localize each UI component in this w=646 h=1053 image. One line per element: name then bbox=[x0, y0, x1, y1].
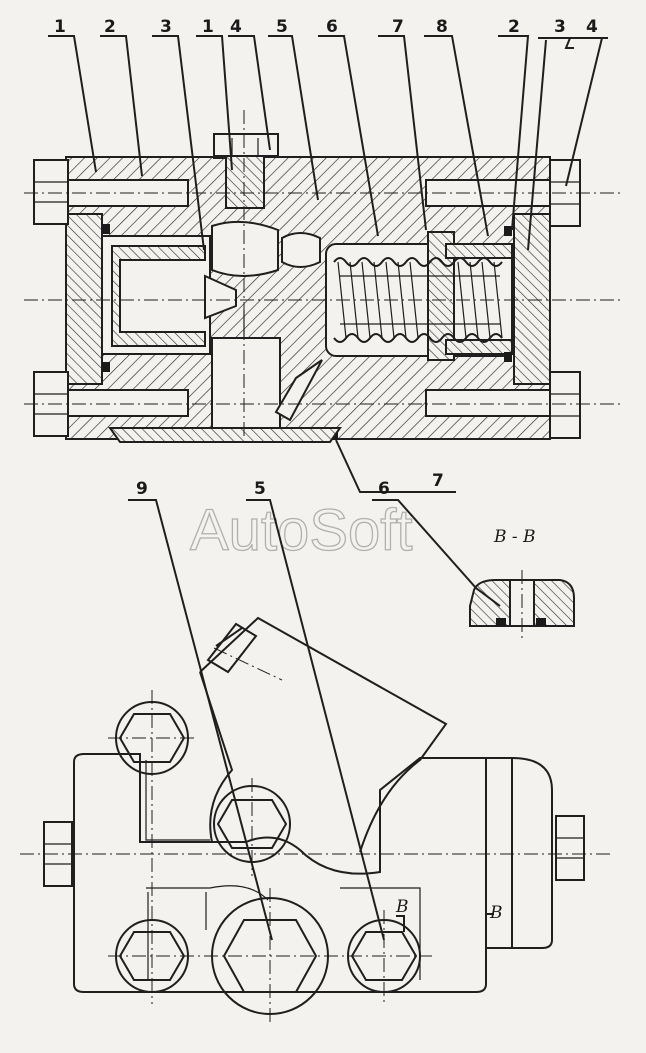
callout-1: 1 bbox=[54, 17, 66, 37]
left-end-cap bbox=[65, 213, 103, 385]
callout-6-mid: 6 bbox=[378, 479, 390, 499]
drain-channel bbox=[274, 359, 323, 422]
callout-3b: 3 bbox=[554, 17, 566, 37]
section-mark-right: B bbox=[489, 903, 503, 923]
lower-leader-lines bbox=[128, 499, 501, 941]
upper-flange bbox=[199, 616, 448, 853]
base-plate bbox=[108, 427, 342, 443]
top-callouts: 1 2 3 1 4 5 6 7 8 2 3 4 bbox=[54, 17, 598, 37]
left-bolts bbox=[33, 159, 189, 437]
mid-callouts: 7 9 5 6 bbox=[136, 471, 444, 499]
external-view: B B bbox=[20, 616, 612, 1026]
watermark: AutoSoft bbox=[190, 498, 412, 563]
callout-4: 4 bbox=[230, 17, 242, 37]
right-end-cap bbox=[513, 213, 551, 385]
callout-1b: 1 bbox=[202, 17, 214, 37]
callout-5-mid: 5 bbox=[254, 479, 266, 499]
callout-2b: 2 bbox=[508, 17, 520, 37]
callout-4b: 4 bbox=[586, 17, 598, 37]
callout-7: 7 bbox=[392, 17, 404, 37]
callout-5: 5 bbox=[276, 17, 288, 37]
callout-3: 3 bbox=[160, 17, 172, 37]
spring-seat-top bbox=[445, 243, 513, 259]
spring-seat-bottom bbox=[445, 339, 513, 355]
flange-bolt bbox=[206, 622, 258, 674]
piston-nose bbox=[204, 274, 237, 320]
section-mark-left: B bbox=[395, 897, 409, 917]
section-bb: B - B bbox=[469, 527, 575, 640]
callout-8: 8 bbox=[436, 17, 448, 37]
callout-9: 9 bbox=[136, 479, 148, 499]
left-piston bbox=[111, 245, 206, 347]
top-plug-stem bbox=[225, 155, 265, 209]
callout-2: 2 bbox=[104, 17, 116, 37]
top-leader-lines bbox=[48, 35, 608, 493]
lower-port bbox=[211, 337, 281, 431]
section-label: B - B bbox=[493, 527, 536, 547]
sectional-view bbox=[24, 110, 620, 443]
right-nut bbox=[555, 815, 585, 881]
callout-6: 6 bbox=[326, 17, 338, 37]
upper-port-cavity bbox=[211, 220, 279, 277]
housing-outline bbox=[73, 753, 487, 993]
side-cavity bbox=[281, 232, 321, 268]
callout-7-base: 7 bbox=[432, 471, 444, 491]
